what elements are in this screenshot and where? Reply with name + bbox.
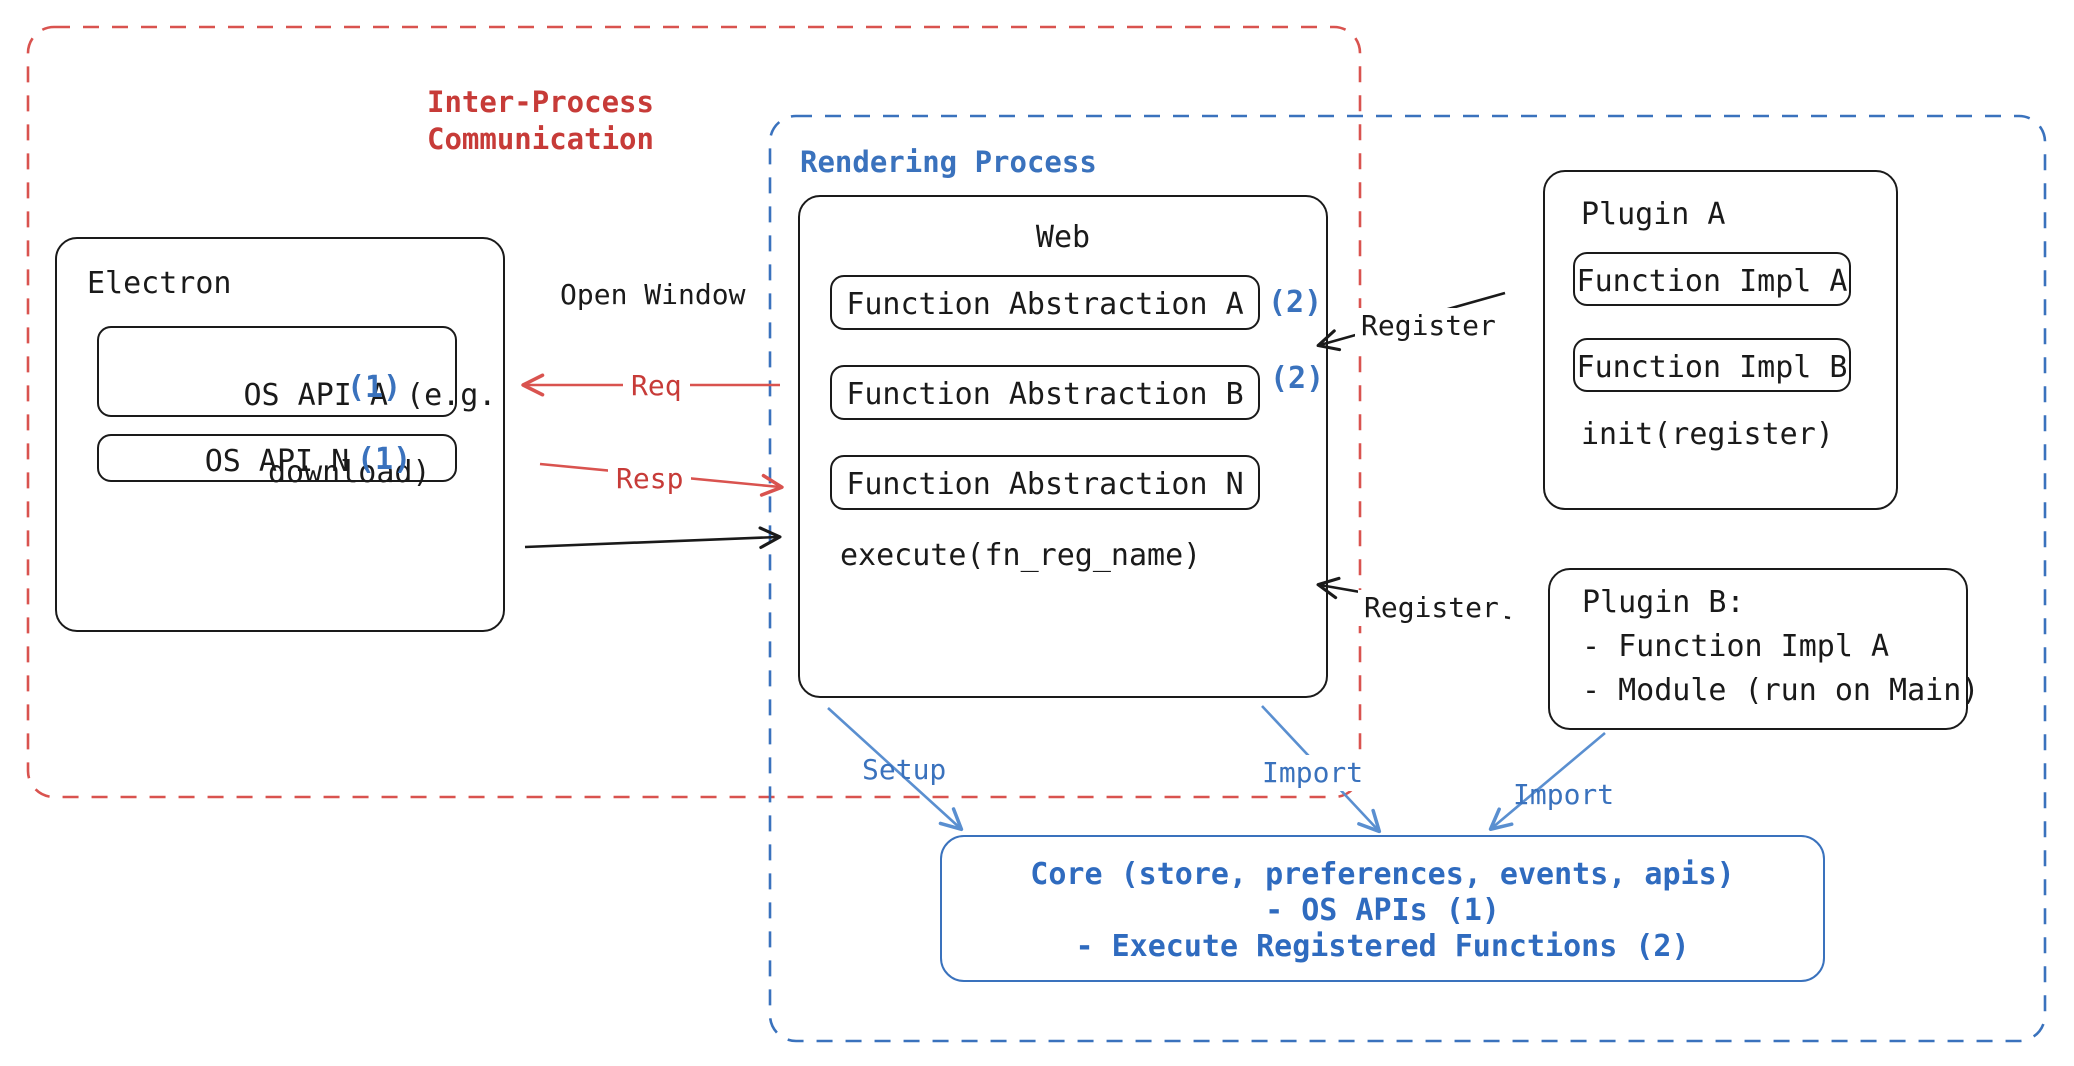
core-line-3: - Execute Registered Functions (2) [1075, 929, 1690, 964]
function-impl-a-label: Function Impl A [1576, 264, 1848, 299]
function-abstraction-a-badge: (2) [1268, 285, 1323, 320]
plugin-b-line-1: - Function Impl A [1582, 629, 1890, 664]
os-api-n-box[interactable]: OS API N [97, 434, 457, 482]
rendering-group-title: Rendering Process [800, 145, 1097, 179]
web-footer-execute: execute(fn_reg_name) [840, 538, 1202, 573]
plugin-b-box: Plugin B: - Function Impl A - Module (ru… [1548, 568, 1979, 730]
plugin-b-line-2: - Module (run on Main) [1582, 673, 1980, 708]
plugin-b-title: Plugin B: [1582, 585, 1745, 620]
import-plugin-b-label: Import [1513, 778, 1615, 811]
os-api-a-badge: (1) [347, 370, 402, 405]
electron-box: Electron OS API A (e.g. download) (1) OS… [55, 237, 505, 632]
open-window-label: Open Window [560, 278, 746, 311]
core-line-1: Core (store, preferences, events, apis) [1030, 857, 1735, 892]
open-window-arrow [524, 526, 782, 549]
electron-title: Electron [87, 266, 232, 301]
resp-label: Resp [608, 461, 692, 497]
os-api-a-line2: download) [267, 455, 431, 491]
function-abstraction-n-box[interactable]: Function Abstraction N [830, 455, 1260, 510]
plugin-a-title: Plugin A [1581, 197, 1726, 232]
os-api-a-label: OS API A (e.g. download) [99, 339, 497, 531]
function-impl-a-box[interactable]: Function Impl A [1573, 252, 1851, 306]
web-box: Web Function Abstraction A (2) Function … [798, 195, 1328, 698]
import-web-label: Import [1258, 755, 1368, 791]
function-abstraction-a-box[interactable]: Function Abstraction A [830, 275, 1260, 330]
plugin-a-box: Plugin A Function Impl A Function Impl B… [1543, 170, 1898, 510]
register-a-label: Register [1355, 308, 1502, 344]
os-api-a-box[interactable]: OS API A (e.g. download) [97, 326, 496, 490]
function-impl-b-label: Function Impl B [1576, 350, 1848, 385]
setup-label: Setup [862, 753, 947, 786]
function-abstraction-n-label: Function Abstraction N [846, 467, 1244, 502]
ipc-group-title-line1: Inter-Process [427, 85, 654, 119]
function-abstraction-b-label: Function Abstraction B [846, 377, 1244, 412]
function-abstraction-b-box[interactable]: Function Abstraction B [830, 365, 1260, 420]
function-abstraction-b-badge: (2) [1270, 361, 1325, 396]
os-api-n-badge: (1) [357, 442, 412, 477]
web-title: Web [1035, 220, 1091, 255]
function-impl-b-box[interactable]: Function Impl B [1573, 338, 1851, 392]
os-api-n-label: OS API N [204, 444, 350, 479]
core-box: Core (store, preferences, events, apis) … [940, 835, 1825, 982]
function-abstraction-a-label: Function Abstraction A [846, 287, 1244, 322]
req-label: Req [623, 368, 690, 404]
plugin-a-footer-init: init(register) [1581, 417, 1834, 452]
register-b-label: Register [1358, 590, 1505, 626]
ipc-group-title-line2: Communication [427, 122, 654, 157]
core-line-2: - OS APIs (1) [1265, 893, 1500, 928]
os-api-a-line1: OS API A (e.g. [243, 378, 497, 414]
